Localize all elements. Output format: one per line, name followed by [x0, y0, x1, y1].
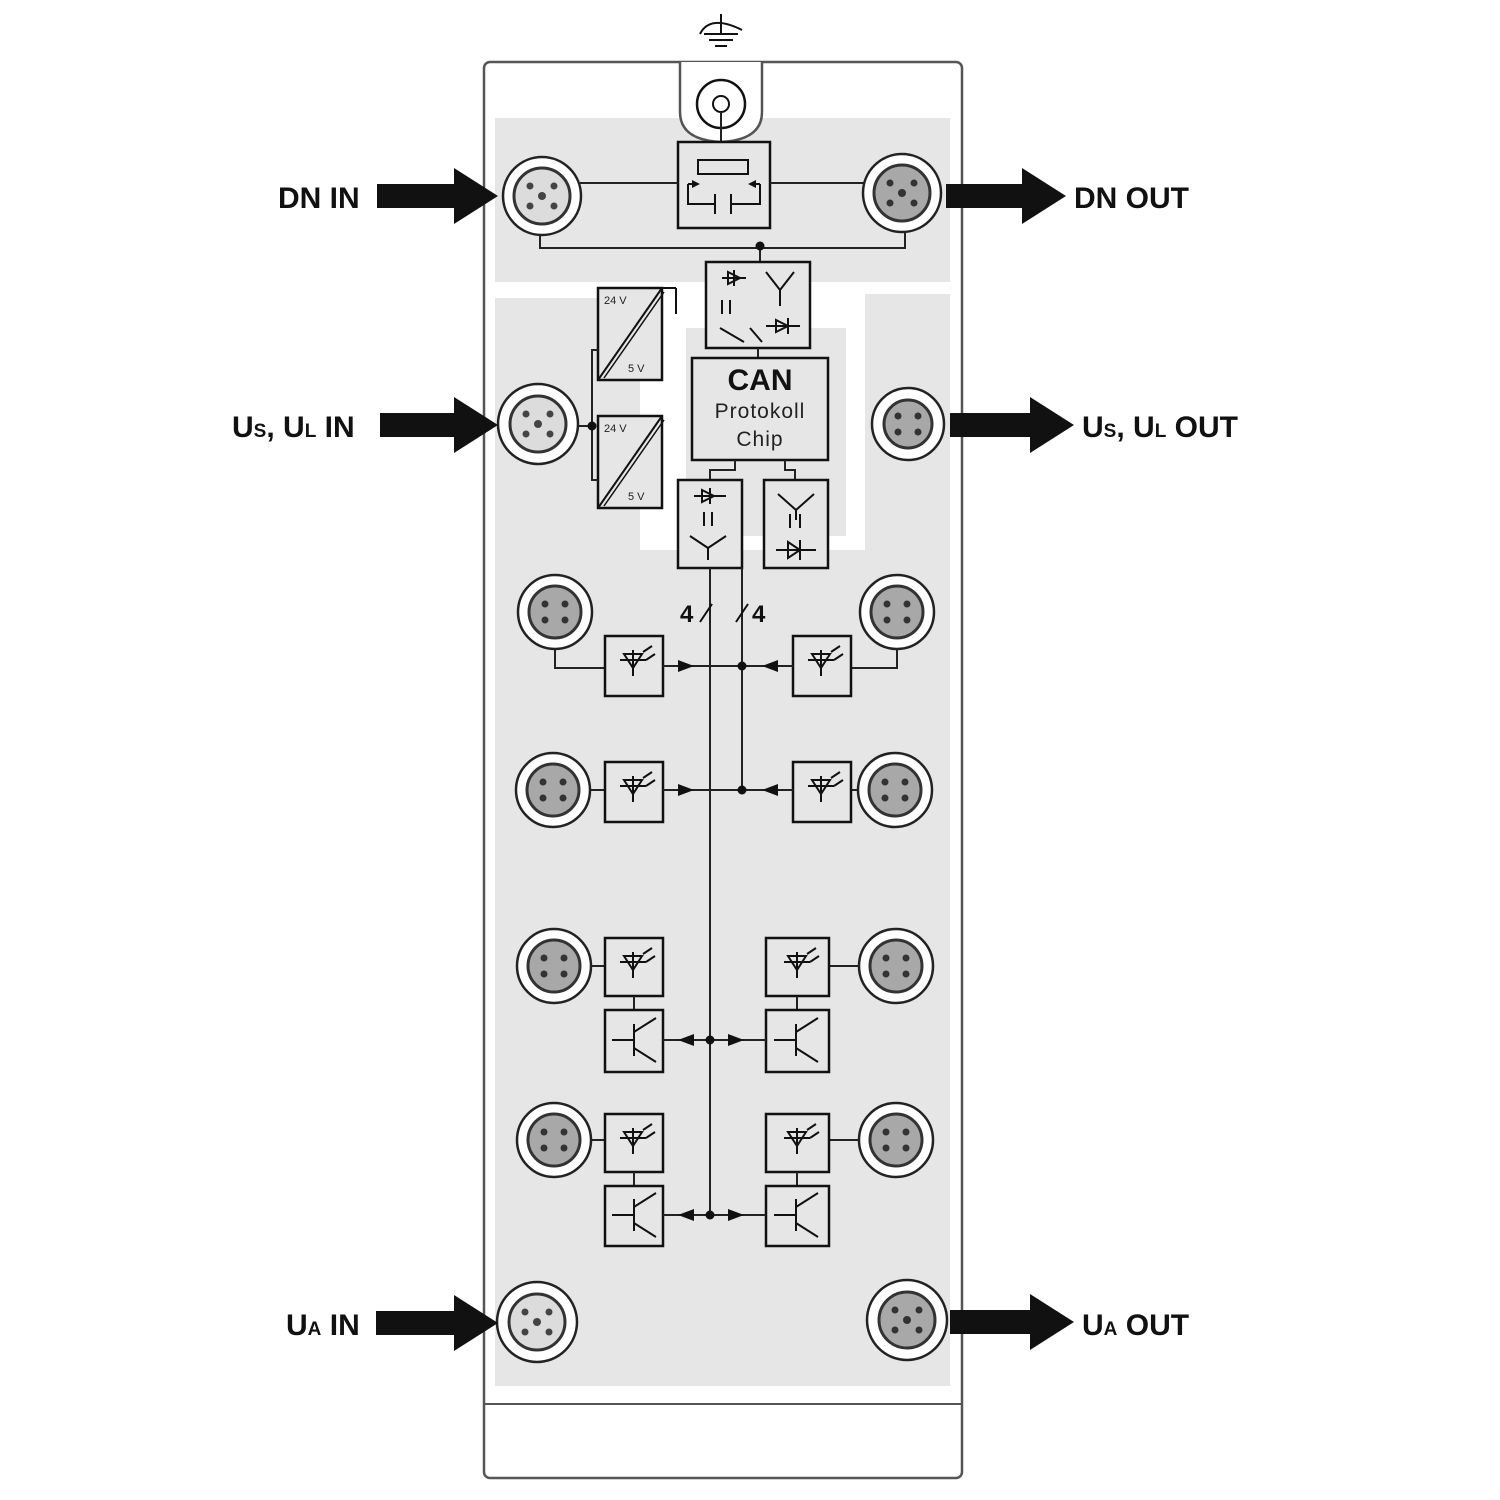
can-protocol-chip: CAN Protokoll Chip: [690, 356, 830, 462]
supply-wire-2: [591, 426, 598, 481]
us-ul-in-arrow: [380, 397, 498, 453]
output-connector-3: [515, 1101, 593, 1179]
ua-out-connector: [865, 1278, 949, 1362]
bus-width-left: 4: [680, 601, 694, 628]
input-row-2-arrow-left: [678, 784, 694, 796]
bus-wire-lower: [539, 232, 906, 249]
can-chip-line2: Chip: [736, 428, 783, 451]
input-row-1-arrow-right: [762, 660, 778, 672]
input-2-wire: [851, 649, 898, 669]
input-1-wire: [554, 649, 605, 669]
shield-clamp: [678, 62, 764, 144]
ua-out-label: UA OUT: [1082, 1309, 1189, 1342]
output-row-1-arrow-left: [678, 1034, 694, 1046]
output-row-2-dot: [705, 1210, 715, 1220]
supply-junction-dot: [587, 421, 597, 431]
output-row-2-arrow-left: [678, 1209, 694, 1221]
us-ul-in-connector: [496, 382, 580, 466]
can-chip-title: CAN: [728, 364, 793, 397]
io-optocoupler-right: [762, 478, 830, 570]
input-connector-4: [856, 751, 934, 829]
output-led-4: [764, 1112, 831, 1174]
can-to-opto-right-wire: [784, 460, 796, 480]
bus-width-right-slash: [735, 603, 749, 623]
input-optocoupler-2: [791, 634, 853, 698]
us-ul-out-arrow: [950, 397, 1074, 453]
input-optocoupler-4: [791, 760, 853, 824]
converter-1-bottom-voltage: 5 V: [628, 363, 645, 375]
input-row-2-dot: [737, 785, 747, 795]
dn-out-connector: [861, 152, 943, 234]
output-row-1-dot: [705, 1035, 715, 1045]
input-row-1-arrow-left: [678, 660, 694, 672]
supply-wire: [578, 349, 598, 427]
bus-optocoupler-block: [704, 260, 812, 350]
converter-2-bottom-voltage: 5 V: [628, 491, 645, 503]
can-chip-line1: Protokoll: [715, 400, 806, 423]
ua-in-arrow: [376, 1295, 498, 1351]
bus-width-left-slash: [699, 603, 713, 623]
output-row-2-arrow-right: [728, 1209, 744, 1221]
output-led-3: [603, 1112, 665, 1174]
output-row-1-arrow-right: [728, 1034, 744, 1046]
input-row-1-dot: [737, 661, 747, 671]
input-connector-1: [516, 573, 594, 651]
output-connector-2: [857, 927, 935, 1005]
earth-ground-icon: [699, 14, 743, 47]
output-transistor-3: [603, 1184, 665, 1248]
dn-out-label: DN OUT: [1074, 182, 1189, 215]
dn-in-label: DN IN: [278, 182, 360, 215]
bus-junction-dot: [755, 241, 765, 251]
input-connector-3: [514, 751, 592, 829]
input-row-2-arrow-right: [762, 784, 778, 796]
input-connector-2: [858, 573, 936, 651]
output-connector-4: [857, 1101, 935, 1179]
dn-in-arrow: [377, 168, 498, 224]
output-transistor-4: [764, 1184, 831, 1248]
converter-2-top-voltage: 24 V: [604, 423, 627, 435]
dn-out-arrow: [946, 168, 1066, 224]
output-led-1: [603, 936, 665, 998]
input-optocoupler-1: [603, 634, 665, 698]
dc-converter-1: 24 V 5 V: [596, 286, 677, 382]
can-to-opto-left-wire: [709, 460, 736, 480]
bus-filter-block: [676, 140, 772, 230]
bus-width-right: 4: [752, 601, 766, 628]
output-connector-1: [515, 927, 593, 1005]
output-transistor-2: [764, 1008, 831, 1074]
ua-in-connector: [495, 1280, 579, 1364]
output-transistor-1: [603, 1008, 665, 1074]
dc-converter-2: 24 V 5 V: [596, 414, 665, 510]
input-optocoupler-3: [603, 760, 665, 824]
dn-in-connector: [501, 155, 583, 237]
us-ul-out-connector: [870, 386, 946, 462]
us-ul-in-label: US, UL IN: [232, 411, 355, 444]
io-optocoupler-left: [676, 478, 744, 570]
us-ul-out-label: US, UL OUT: [1082, 411, 1238, 444]
output-led-2: [764, 936, 831, 998]
converter-1-top-voltage: 24 V: [604, 295, 627, 307]
ua-in-label: UA IN: [286, 1309, 360, 1342]
ua-out-arrow: [950, 1294, 1074, 1350]
